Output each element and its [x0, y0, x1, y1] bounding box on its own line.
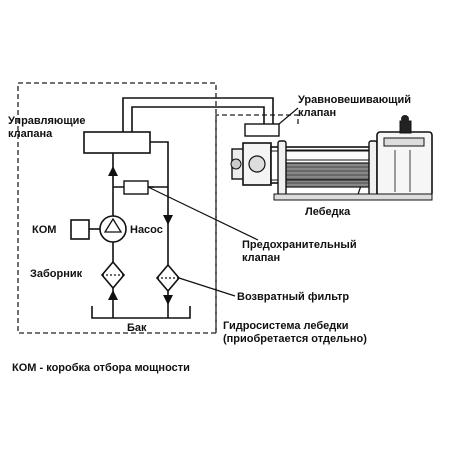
tank-label: Бак	[127, 322, 147, 334]
winch-hydraulics-label-line1: Гидросистема лебедки	[223, 320, 349, 332]
pump-label: Насос	[130, 224, 163, 236]
winch-label: Лебедка	[305, 206, 351, 218]
winch-hydraulics-label: Гидросистема лебедки (приобретается отде…	[223, 320, 367, 346]
footnote: КОМ - коробка отбора мощности	[12, 362, 190, 374]
system-boundary-left	[17, 82, 217, 334]
pto-box	[70, 219, 90, 240]
balancing-valve-label: Уравновешивающий клапан	[298, 94, 411, 120]
winch-illustration	[230, 115, 433, 201]
control-valves-block	[83, 131, 151, 154]
winch-hydraulics-label-line2: (приобретается отдельно)	[223, 333, 367, 345]
leader-balancing-valve	[278, 107, 299, 125]
balancing-valve-label-line2: клапан	[298, 107, 337, 119]
pump-triangle	[103, 217, 123, 233]
system-boundary-right	[215, 114, 299, 333]
flow-arrow-return-1	[163, 215, 173, 225]
pipe-to-balancing-valve-inner	[131, 106, 265, 132]
safety-valve	[123, 180, 149, 195]
control-valves-label-line2: клапана	[8, 128, 53, 140]
leader-safety-valve	[147, 186, 259, 241]
safety-valve-label-line1: Предохранительный	[242, 239, 357, 251]
return-filter	[155, 263, 181, 293]
safety-valve-label: Предохранительный клапан	[242, 239, 357, 265]
kom-label: КОМ	[32, 224, 57, 236]
return-line	[150, 141, 169, 265]
leader-return-filter	[178, 277, 236, 297]
pipe-to-balancing-valve	[122, 97, 274, 132]
control-valves-label: Управляющие клапана	[8, 115, 85, 141]
tank-symbol	[91, 306, 191, 319]
flow-arrow-pressure-1	[108, 166, 118, 176]
intake-filter	[100, 260, 126, 290]
balancing-valve	[244, 123, 280, 137]
intake-label: Заборник	[30, 268, 83, 280]
control-valves-label-line1: Управляющие	[8, 115, 86, 127]
safety-valve-label-line2: клапан	[242, 252, 281, 264]
balancing-valve-label-line1: Уравновешивающий	[298, 94, 411, 106]
return-filter-label: Возвратный фильтр	[237, 291, 350, 303]
